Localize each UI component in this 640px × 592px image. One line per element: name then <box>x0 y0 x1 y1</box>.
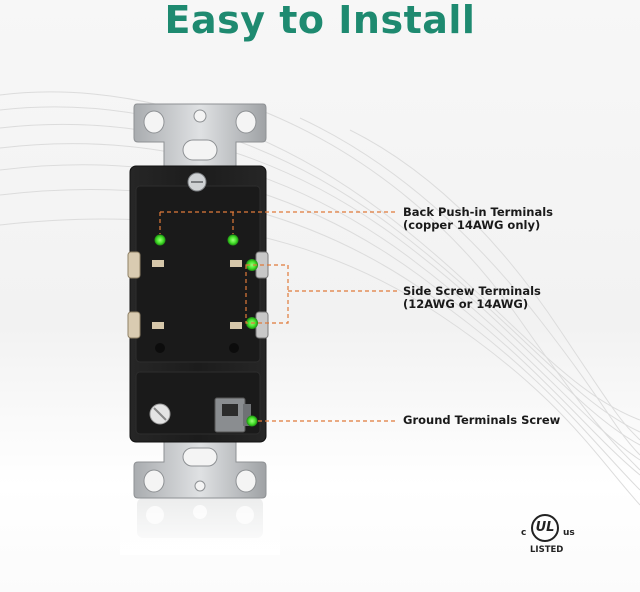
side-screw-callout: Side Screw Terminals (12AWG or 14AWG) <box>403 285 541 311</box>
side-screw-title: Side Screw Terminals <box>403 284 541 298</box>
side-screw-note: (12AWG or 14AWG) <box>403 297 529 311</box>
ul-c-letter: c <box>521 528 527 538</box>
background-swoosh <box>0 91 640 506</box>
mounting-strap-bottom <box>133 439 267 499</box>
mounting-strap-top <box>133 103 267 169</box>
back-push-in-note: (copper 14AWG only) <box>403 218 541 232</box>
ground-screw-callout: Ground Terminals Screw <box>403 414 560 427</box>
page-title: Easy to Install <box>164 0 476 42</box>
receptacle-body <box>127 165 269 443</box>
terminal-indicators <box>154 234 258 427</box>
back-push-in-callout: Back Push-in Terminals (copper 14AWG onl… <box>403 206 553 232</box>
ul-listed-caption: LISTED <box>530 545 564 555</box>
ground-screw-title: Ground Terminals Screw <box>403 413 561 427</box>
ul-circle-mark: UL <box>531 514 559 542</box>
ground-screw-indicator <box>246 415 258 427</box>
ul-us-letter: us <box>563 528 575 538</box>
back-push-in-indicator <box>227 234 239 246</box>
side-screw-indicator <box>246 259 258 271</box>
back-push-in-title: Back Push-in Terminals <box>403 205 553 219</box>
ul-listed-logo: c UL us LISTED <box>520 512 580 558</box>
back-push-in-indicator <box>154 234 166 246</box>
leader-lines <box>159 211 398 422</box>
